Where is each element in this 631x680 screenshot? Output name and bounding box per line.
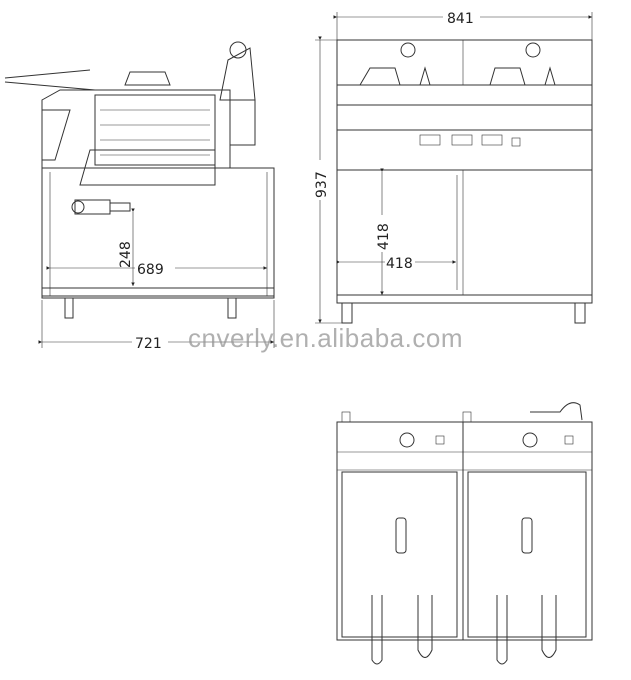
dim-cabinet-width: 418 xyxy=(386,256,413,272)
dim-front-width: 841 xyxy=(447,11,474,27)
side-view: 248 689 721 xyxy=(4,41,275,352)
watermark: cnverly.en.alibaba.com xyxy=(188,323,463,353)
dim-drain-height: 248 xyxy=(118,241,134,268)
top-view xyxy=(336,402,593,665)
front-view: 841 937 418 418 xyxy=(314,11,593,324)
dim-front-height: 937 xyxy=(314,171,330,198)
dim-total-depth: 721 xyxy=(135,336,162,352)
dim-cabinet-height: 418 xyxy=(376,223,392,250)
dim-inner-depth: 689 xyxy=(137,262,164,278)
